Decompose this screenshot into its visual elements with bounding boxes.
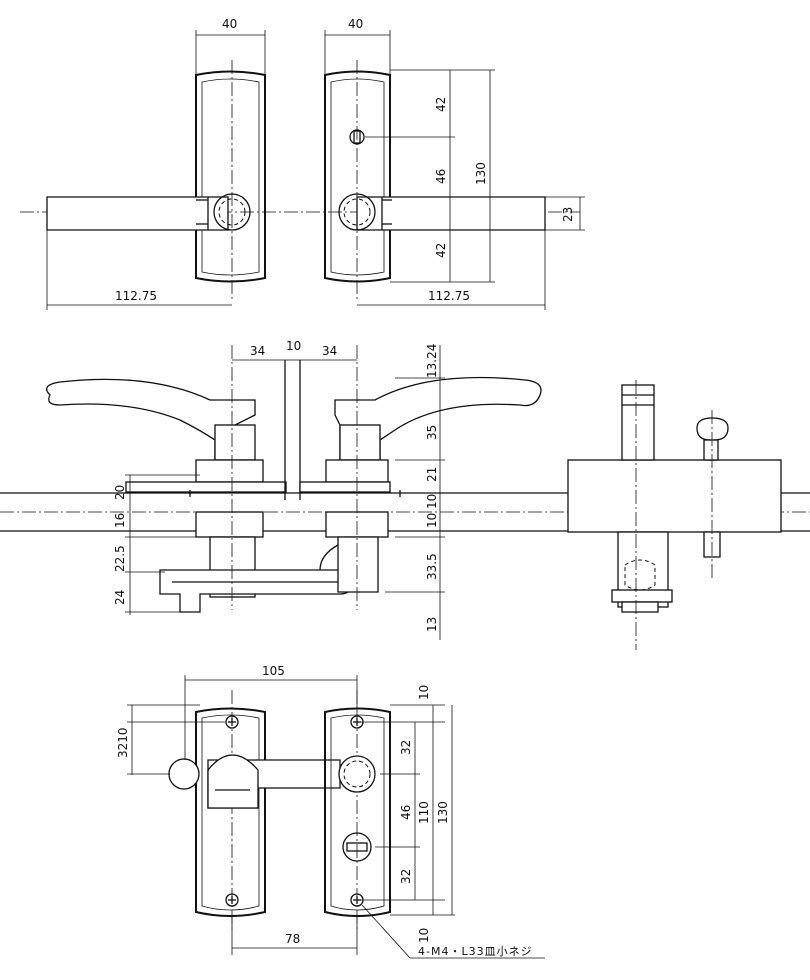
right-escutcheon-plate <box>324 70 391 283</box>
lever-length-right: 112.75 <box>428 289 470 303</box>
back-dimensions <box>127 675 545 959</box>
door-a-dim: 10 <box>425 494 439 509</box>
back-view: 105 10 32 46 110 130 32 10 3210 78 4-M4・… <box>116 664 545 959</box>
right-33-5-dim: 33.5 <box>425 553 439 580</box>
left-lever <box>46 193 251 231</box>
screw-note: 4-M4・L33皿小ネジ <box>418 945 533 958</box>
right-lever-side <box>299 376 542 593</box>
top-margin-dim: 10 <box>417 685 431 700</box>
spacing-top: 42 <box>434 97 448 112</box>
side-dimensions <box>125 345 445 640</box>
lever-height-dim: 35 <box>425 425 439 440</box>
edge-view <box>567 380 782 650</box>
gap-dim: 10 <box>286 339 301 353</box>
side-view: 34 10 34 13.24 35 21 10 10 33.5 13 20 16… <box>0 339 810 650</box>
spacing-bottom: 42 <box>434 243 448 258</box>
dim-32-top: 32 <box>399 740 413 755</box>
keyhole-icon <box>349 129 365 145</box>
dim-130: 130 <box>436 801 450 824</box>
front-width-right: 40 <box>348 17 363 31</box>
dim-46: 46 <box>399 805 413 820</box>
thumb-turn-arm <box>159 569 353 613</box>
lever-height: 23 <box>561 207 575 222</box>
screw-icon <box>225 893 239 907</box>
front-view: 40 40 112.75 112.75 23 42 46 42 130 <box>20 17 585 310</box>
top-dim: 13.24 <box>425 344 439 378</box>
overall-width-dim: 105 <box>262 664 285 678</box>
spacing-mid: 46 <box>434 169 448 184</box>
left-lever-side <box>46 378 287 598</box>
left-22-5-dim: 22.5 <box>113 545 127 572</box>
lever-length-left: 112.75 <box>115 289 157 303</box>
left-stack-dim: 3210 <box>116 727 130 758</box>
door-b-dim: 10 <box>425 513 439 528</box>
back-thumb-turn <box>168 754 341 809</box>
left-16-dim: 16 <box>113 513 127 528</box>
back-right-plate <box>324 707 391 917</box>
right-lever <box>338 193 546 231</box>
left-20-dim: 20 <box>113 485 127 500</box>
emergency-release-icon <box>342 832 372 862</box>
dim-32-bottom: 32 <box>399 869 413 884</box>
screw-icon <box>225 715 239 729</box>
rose-height-dim: 21 <box>425 467 439 482</box>
right-13-dim: 13 <box>425 617 439 632</box>
left-escutcheon-plate <box>195 70 266 283</box>
front-dimensions <box>46 30 585 310</box>
key-icon <box>696 410 729 580</box>
rose-left-dim: 34 <box>250 344 265 358</box>
front-width-left: 40 <box>222 17 237 31</box>
plate-height: 130 <box>474 162 488 185</box>
screw-spacing-dim: 78 <box>285 932 300 946</box>
rose-right-dim: 34 <box>322 344 337 358</box>
bottom-margin-dim: 10 <box>417 928 431 943</box>
left-24-dim: 24 <box>113 590 127 605</box>
back-left-plate <box>195 707 266 917</box>
dim-110: 110 <box>417 801 431 824</box>
